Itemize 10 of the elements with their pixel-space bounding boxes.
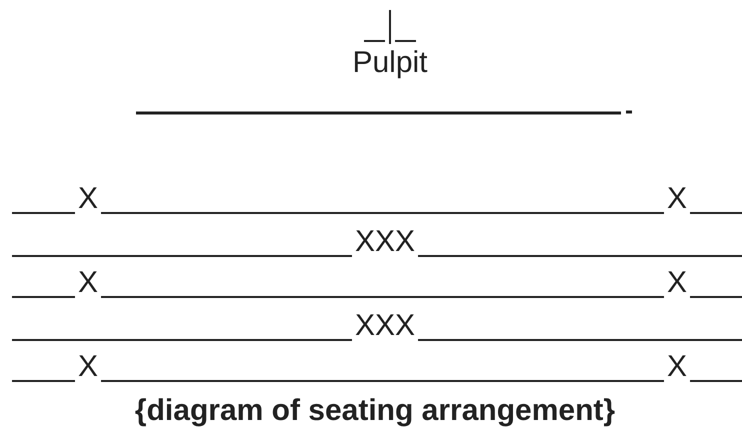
seat-mark: X: [78, 184, 98, 214]
seat-mark: XXX: [354, 227, 416, 257]
seat-mark: X: [78, 352, 98, 382]
seat-mark: XXX: [354, 311, 416, 341]
seat-mark: X: [667, 184, 687, 214]
caption: {diagram of seating arrangement}: [134, 396, 616, 426]
pulpit-label: Pulpit: [352, 48, 428, 78]
seat-mark: X: [667, 352, 687, 382]
seat-mark: X: [78, 268, 98, 298]
seat-mark: X: [667, 268, 687, 298]
